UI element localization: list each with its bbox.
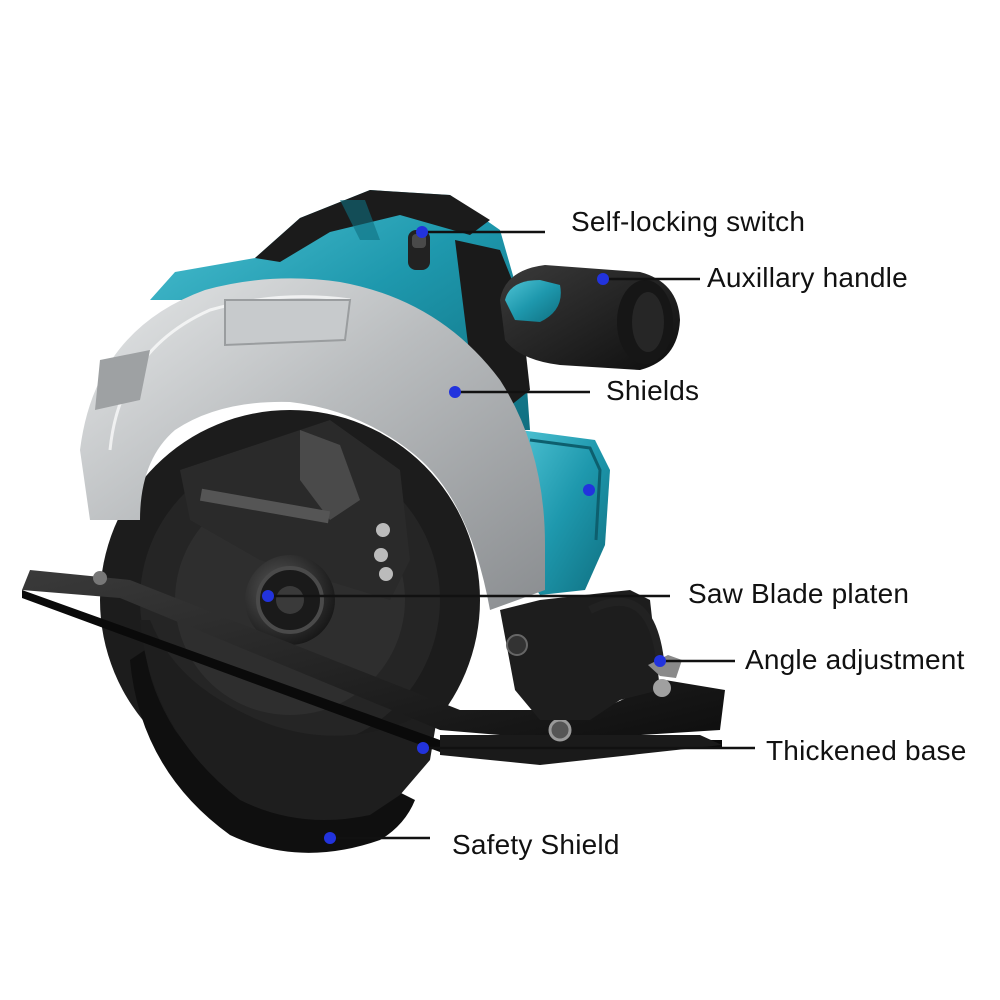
label-self-locking-switch: Self-locking switch <box>571 206 806 237</box>
marker-shields <box>449 386 461 398</box>
marker-saw-blade-platen <box>262 590 274 602</box>
auxiliary-handle <box>500 265 680 370</box>
label-auxillary-handle: Auxillary handle <box>707 262 908 293</box>
marker-angle-adjustment <box>654 655 666 667</box>
marker-safety-shield <box>324 832 336 844</box>
marker-thickened-base <box>417 742 429 754</box>
base-plate <box>22 570 725 765</box>
blade-hub <box>245 555 335 645</box>
label-thickened-base: Thickened base <box>766 735 967 766</box>
leader-lines <box>268 230 755 840</box>
marker-battery <box>583 484 595 496</box>
marker-self-locking-switch <box>416 226 428 238</box>
label-angle-adjustment: Angle adjustment <box>745 644 965 675</box>
callout-markers <box>262 226 666 844</box>
lower-safety-guard <box>130 620 440 853</box>
marker-auxillary-handle <box>597 273 609 285</box>
blade-mechanism <box>180 420 410 600</box>
label-saw-blade-platen: Saw Blade platen <box>688 578 910 609</box>
upper-blade-guard <box>80 278 545 610</box>
label-shields: Shields <box>606 375 700 406</box>
label-safety-shield: Safety Shield <box>452 829 620 860</box>
